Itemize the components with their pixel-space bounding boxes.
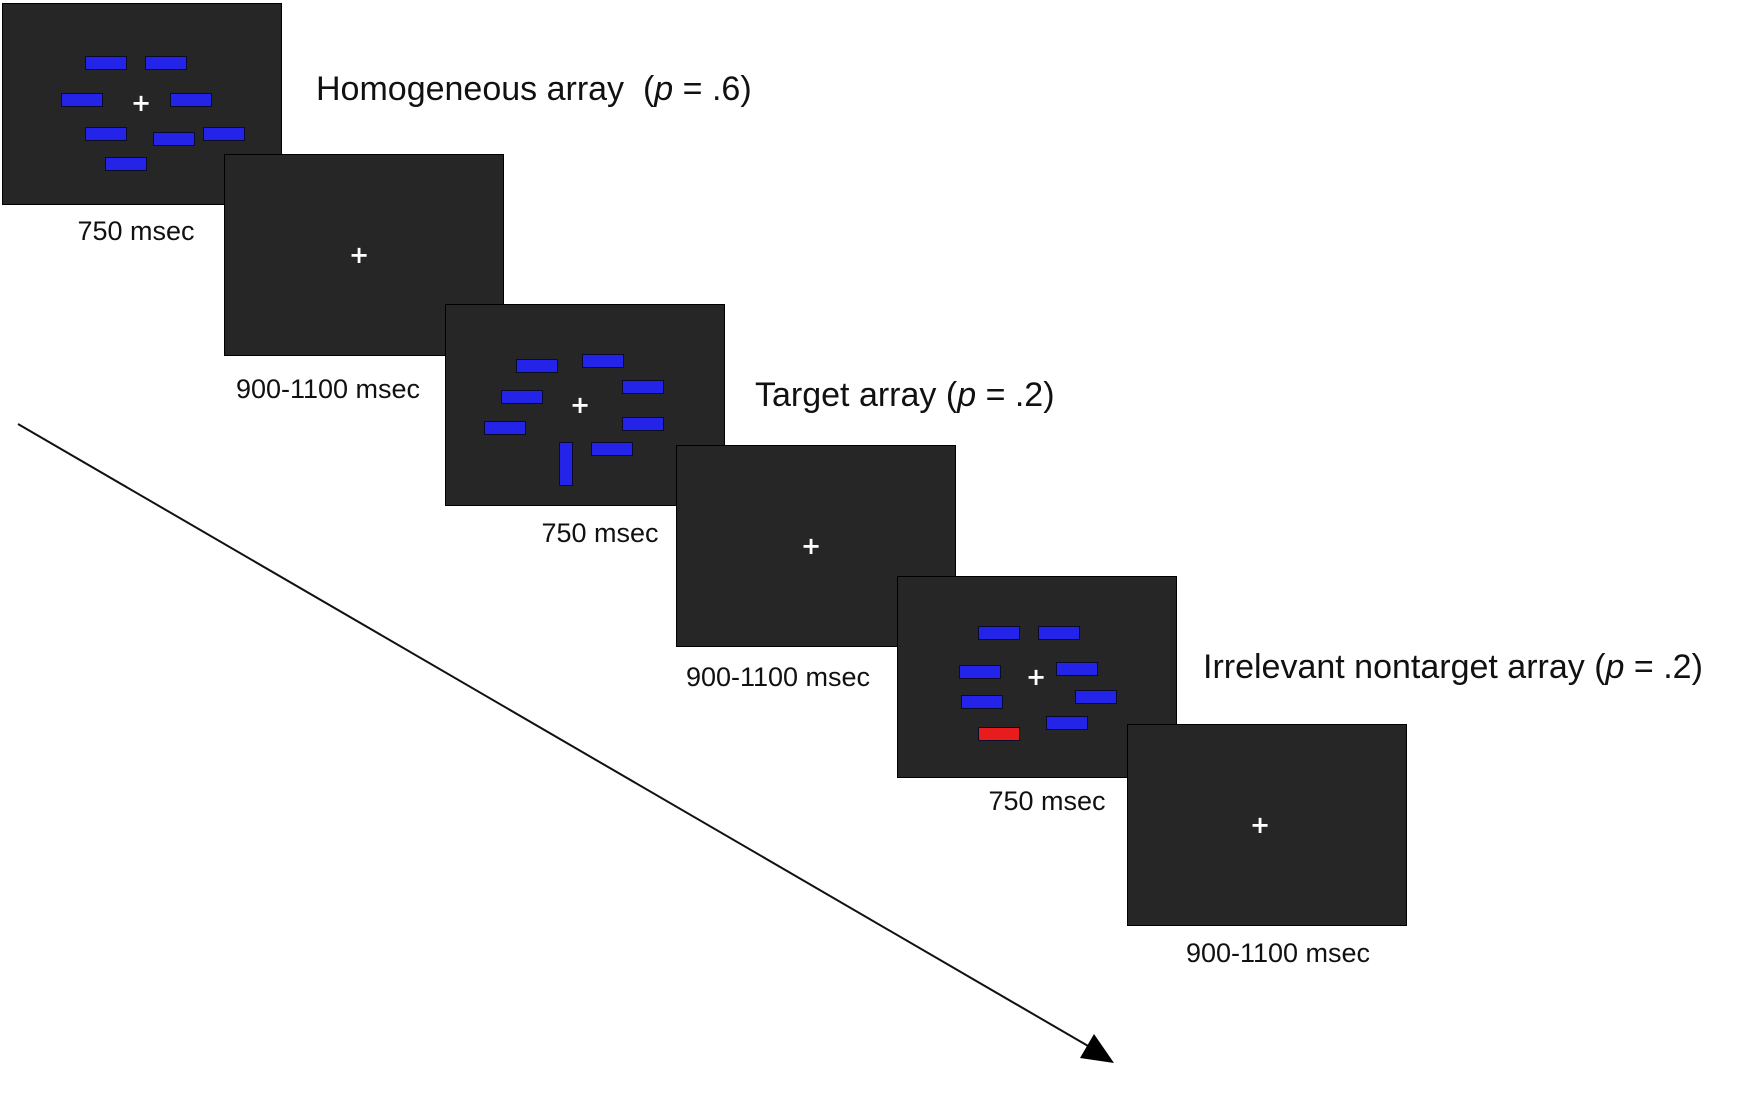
fixation-cross: + [800, 532, 822, 560]
blue-bar [85, 127, 127, 141]
blue-bar [170, 93, 212, 107]
blue-bar [978, 626, 1020, 640]
fixation-cross: + [569, 391, 591, 419]
blue-bar [153, 132, 195, 146]
blue-bar [622, 380, 664, 394]
caption-paren: ( [945, 376, 958, 414]
blue-bar [105, 157, 147, 171]
screen-homogeneous-array: + [2, 3, 282, 205]
duration-label: 750 msec [988, 786, 1106, 816]
blue-bar [61, 93, 103, 107]
duration-label: 900-1100 msec [1185, 938, 1371, 968]
blue-bar [591, 442, 633, 456]
caption-p-variable: p [957, 376, 977, 414]
fixation-cross: + [1025, 663, 1047, 691]
duration-label: 750 msec [541, 518, 659, 548]
duration-label: 750 msec [77, 216, 195, 246]
blue-bar [501, 390, 543, 404]
caption-p-value: = .2) [985, 376, 1055, 414]
fixation-cross: + [348, 241, 370, 269]
caption-p-variable: p [1605, 648, 1625, 686]
caption-homogeneous-array: Homogeneous array (p = .6) [316, 70, 752, 109]
caption-p-value: = .6) [682, 70, 752, 108]
blue-bar-vertical-target [559, 442, 573, 486]
blue-bar [1046, 716, 1088, 730]
blue-bar [145, 56, 187, 70]
time-arrow-line [17, 423, 1096, 1051]
caption-target-array: Target array (p = .2) [755, 376, 1055, 415]
blue-bar [203, 127, 245, 141]
caption-paren: ( [642, 70, 655, 108]
caption-paren: ( [1594, 648, 1606, 686]
duration-label: 900-1100 msec [685, 662, 871, 692]
caption-label: Homogeneous array [316, 70, 625, 108]
blue-bar [1038, 626, 1080, 640]
duration-label: 900-1100 msec [235, 374, 421, 404]
fixation-cross: + [130, 89, 152, 117]
blue-bar [959, 665, 1001, 679]
caption-irrelevant-nontarget-array: Irrelevant nontarget array (p = .2) [1203, 648, 1703, 687]
blue-bar [484, 421, 526, 435]
caption-label: Irrelevant nontarget array [1203, 648, 1585, 686]
red-bar-distractor [978, 727, 1020, 741]
blue-bar [582, 354, 624, 368]
blue-bar [622, 417, 664, 431]
fixation-cross: + [1249, 811, 1271, 839]
screen-blank-interval: + [1127, 724, 1407, 926]
caption-label: Target array [755, 376, 937, 414]
blue-bar [85, 56, 127, 70]
blue-bar [516, 359, 558, 373]
time-arrow-head [1080, 1034, 1114, 1063]
blue-bar [1075, 690, 1117, 704]
caption-p-variable: p [654, 70, 674, 108]
blue-bar [961, 695, 1003, 709]
caption-p-value: = .2) [1633, 648, 1703, 686]
blue-bar [1056, 662, 1098, 676]
